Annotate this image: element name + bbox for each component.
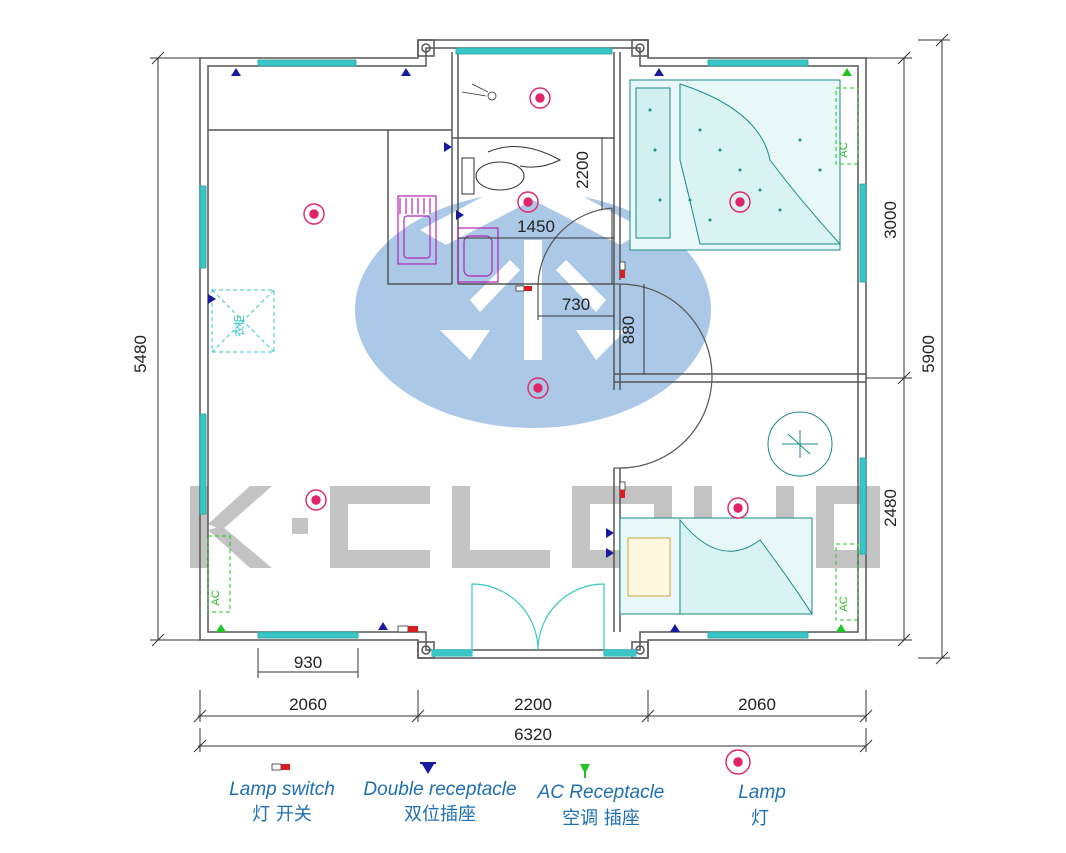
dim-bottom-total: 6320 (514, 725, 552, 744)
receptacle-10 (606, 548, 614, 558)
kitchen-sink (397, 195, 437, 265)
bathroom-sink (457, 227, 499, 283)
dim-window-width: 930 (294, 653, 322, 672)
dim-door-width: 730 (562, 295, 590, 314)
master-bed-pattern (648, 108, 822, 222)
dim-left-height: 5480 (131, 335, 150, 373)
legend-ac-receptacle-en: AC Receptacle (537, 782, 665, 803)
ac-receptacles (216, 68, 852, 632)
legend-double-receptacle-en: Double receptacle (363, 779, 516, 800)
double-receptacles (208, 68, 680, 632)
lamp-second-bedroom (727, 497, 749, 519)
legend-ac-receptacle-cn: 空调 插座 (562, 808, 640, 829)
ac-label-master: AC (838, 142, 850, 157)
window-bottom-left (257, 631, 359, 639)
window-top-bump (455, 47, 613, 55)
switch-bath (515, 285, 532, 292)
toilet (461, 146, 562, 195)
receptacle-4 (444, 142, 452, 152)
lamp-kitchen (303, 203, 325, 225)
master-bed (629, 79, 842, 251)
ac-label-small: AC (838, 596, 850, 611)
single-bed (619, 517, 813, 615)
window-right-lower (859, 457, 867, 555)
legend-lamp-en: Lamp (738, 782, 786, 803)
dim-bath-height: 2200 (573, 151, 592, 189)
receptacle-2 (401, 68, 411, 76)
walls (199, 39, 867, 659)
receptacle-1 (231, 68, 241, 76)
legend-lamp-switch-en: Lamp switch (229, 779, 335, 800)
switch-second (619, 481, 626, 498)
lamp-switch-icon (271, 763, 290, 771)
window-top-right (707, 59, 809, 67)
entrance-door (431, 583, 637, 657)
window-left-lower (199, 413, 207, 515)
legend-double-receptacle-cn: 双位插座 (404, 804, 476, 825)
dim-bottom-left: 2060 (289, 695, 327, 714)
bedroom-door (619, 283, 713, 469)
switch-entrance (397, 625, 418, 633)
legend: Lamp switch 灯 开关 Double receptacle 双位插座 … (229, 749, 786, 829)
dim-corridor-width: 880 (619, 316, 638, 344)
window-top-left (257, 59, 357, 67)
lamp-switches (397, 261, 626, 633)
receptacle-5 (456, 210, 464, 220)
legend-lamp-cn: 灯 (751, 808, 769, 829)
ac-receptacle-icon (580, 764, 590, 778)
lamps (303, 87, 751, 519)
ac-unit-master (835, 87, 859, 165)
receptacle-8 (670, 624, 680, 632)
lamp-living (527, 377, 549, 399)
doors (537, 207, 713, 469)
ac-label-left: AC (210, 590, 222, 605)
dim-bottom-right: 2060 (738, 695, 776, 714)
dim-bottom-middle: 2200 (514, 695, 552, 714)
receptacle-3 (654, 68, 664, 76)
round-table (767, 411, 833, 477)
dimension-lines (150, 33, 950, 753)
ac-unit-left (207, 535, 231, 613)
lamp-icon (725, 749, 751, 775)
dim-right-upper: 3000 (881, 201, 900, 239)
lamp-dining (305, 489, 327, 511)
lamp-master-bedroom (729, 191, 751, 213)
window-bottom-right (707, 631, 809, 639)
dim-bath-width: 1450 (517, 217, 555, 236)
shower-head (461, 83, 497, 101)
ac-unit-small (835, 543, 859, 621)
watermark-logo (355, 170, 711, 428)
bathroom-door (537, 207, 613, 285)
legend-lamp-switch-cn: 灯 开关 (252, 804, 312, 825)
dim-right-total: 5900 (919, 335, 938, 373)
inner-outer-wall (207, 47, 859, 651)
wardrobe-label: 衣柜 (232, 315, 246, 337)
wardrobe (211, 289, 275, 353)
windows (199, 47, 867, 639)
window-left-upper (199, 185, 207, 269)
receptacle-9 (606, 528, 614, 538)
switch-master (619, 261, 626, 278)
lamp-toilet (517, 191, 539, 213)
receptacle-6 (208, 294, 216, 304)
dim-right-lower: 2480 (881, 489, 900, 527)
lamp-shower (529, 87, 551, 109)
window-right-upper (859, 183, 867, 283)
double-receptacle-icon (420, 762, 436, 774)
ac-units (207, 87, 859, 621)
receptacle-7 (378, 622, 388, 630)
